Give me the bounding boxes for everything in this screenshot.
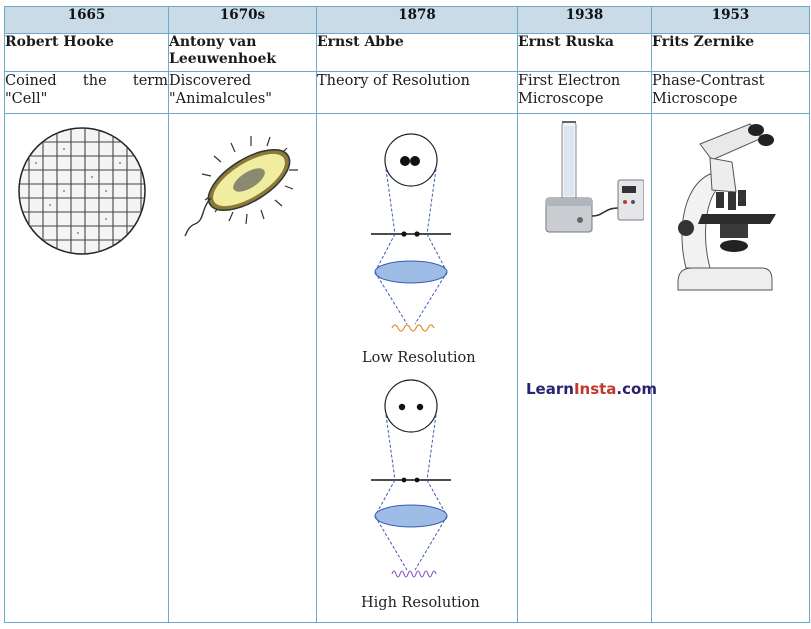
scientist-name-row: Robert Hooke Antony van Leeuwenhoek Erns… xyxy=(4,33,810,72)
scientist-name: Ernst Ruska xyxy=(517,33,652,72)
scientist-name: Robert Hooke xyxy=(4,33,169,72)
discovery-text: Coined the term "Cell" xyxy=(4,71,169,114)
desc-word: the xyxy=(82,73,107,89)
low-resolution-caption: Low Resolution xyxy=(362,350,476,366)
scientist-name: Frits Zernike xyxy=(651,33,810,72)
discovery-text: Theory of Resolution xyxy=(316,71,518,114)
year-cell: 1878 xyxy=(316,6,518,34)
illustration-cell: LearnInsta.com xyxy=(517,113,657,623)
high-resolution-caption: High Resolution xyxy=(361,595,480,611)
discovery-row: Coined the term "Cell" Discovered "Anima… xyxy=(4,71,810,114)
desc-word: Coined xyxy=(5,73,57,89)
year-cell: 1665 xyxy=(4,6,169,34)
year-header-row: 1665 1670s 1878 1938 1953 xyxy=(4,6,810,34)
year-cell: 1670s xyxy=(168,6,317,34)
discovery-text: Discovered "Animalcules" xyxy=(168,71,317,114)
discovery-text: First Electron Microscope xyxy=(517,71,652,114)
desc-word: term xyxy=(132,73,168,89)
illustration-cell xyxy=(651,113,810,623)
electron-microscope-illustration xyxy=(545,121,644,233)
low-resolution-diagram xyxy=(371,133,451,332)
illustration-cell xyxy=(4,113,169,623)
year-cell: 1938 xyxy=(517,6,652,34)
illustration-row: Low Resolution High Resolution xyxy=(4,113,810,623)
bacterium-illustration xyxy=(184,136,298,237)
learninsta-watermark: LearnInsta.com xyxy=(526,380,657,398)
scientist-name: Ernst Abbe xyxy=(316,33,518,72)
cork-cells-illustration xyxy=(18,127,146,255)
scientist-name: Antony van Leeuwenhoek xyxy=(168,33,317,72)
discovery-text: Phase-Contrast Microscope xyxy=(651,71,810,114)
illustration-cell xyxy=(168,113,317,623)
year-cell: 1953 xyxy=(651,6,810,34)
desc-line: "Cell" xyxy=(5,91,48,107)
phase-contrast-microscope-illustration xyxy=(677,123,776,291)
microscope-timeline-table: 1665 1670s 1878 1938 1953 Robert Hooke A… xyxy=(4,6,810,623)
high-resolution-diagram xyxy=(371,379,451,578)
illustration-cell: Low Resolution High Resolution xyxy=(316,113,518,623)
